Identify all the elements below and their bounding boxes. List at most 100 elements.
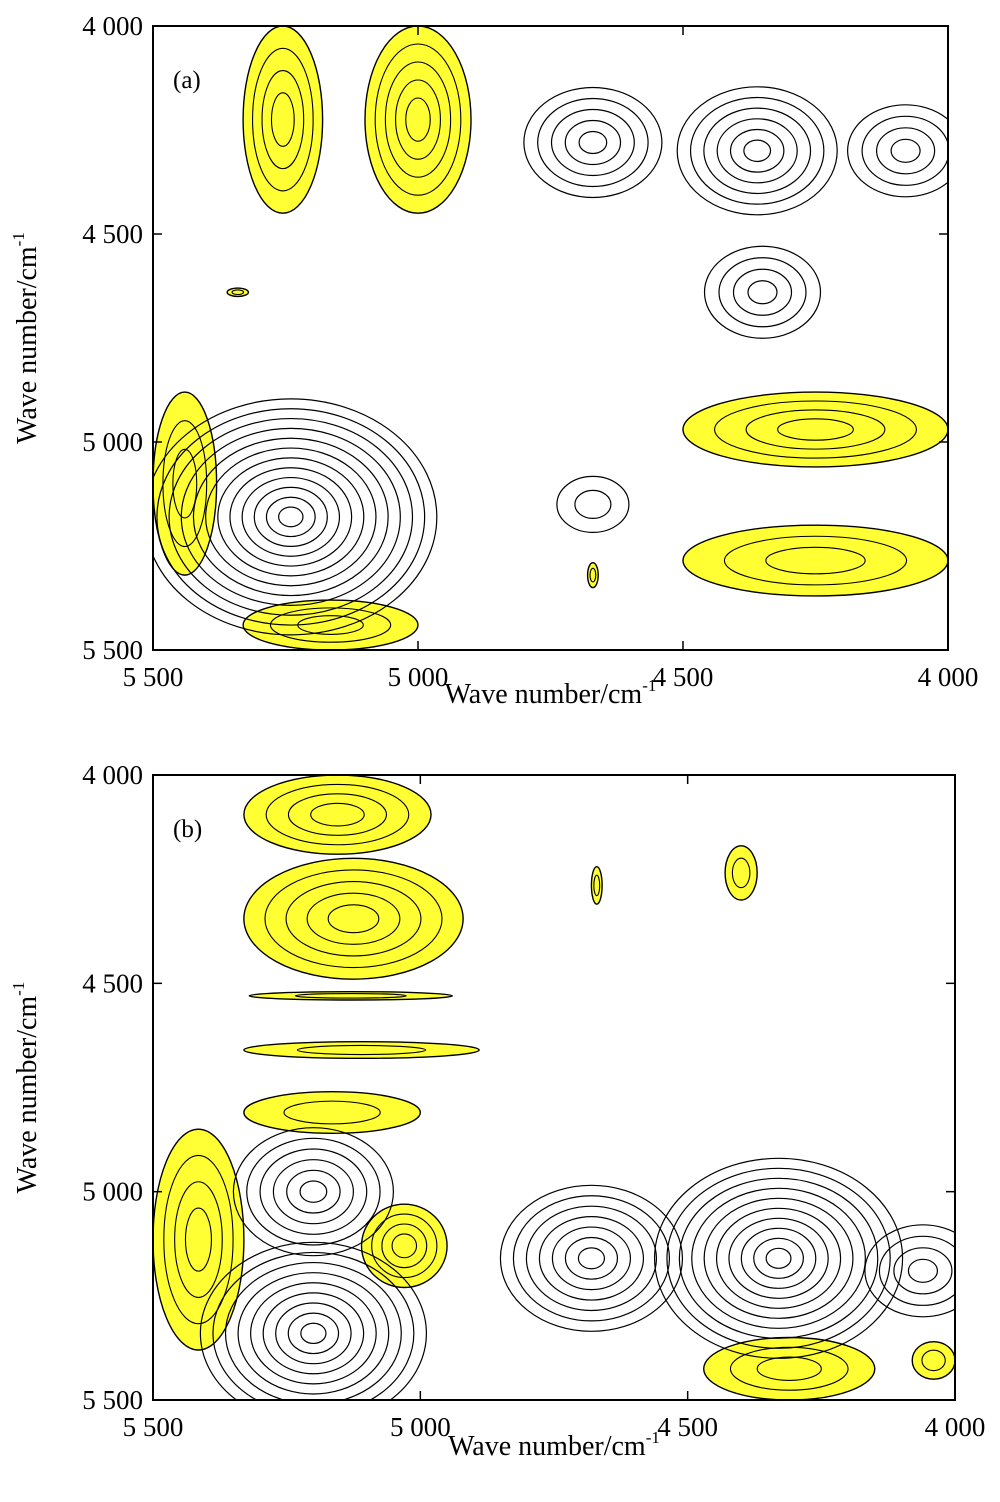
- positive-contour-5-1: [713, 400, 918, 459]
- negative-contour-4-3: [907, 1258, 939, 1283]
- positive-region-0: [243, 775, 432, 855]
- x-tick-label: 4 000: [918, 662, 979, 692]
- negative-contour-0-11: [278, 506, 304, 528]
- negative-contour-0-0: [232, 1127, 394, 1257]
- negative-contour-0-5: [205, 447, 377, 587]
- y-tick-label: 4 500: [82, 968, 143, 998]
- positive-contour-1-3: [306, 892, 401, 945]
- negative-contour-3-2: [875, 127, 936, 175]
- negative-contour-3-6: [728, 1217, 829, 1299]
- y-tick-label: 5 500: [82, 635, 143, 665]
- positive-contour-9-1: [731, 857, 751, 889]
- negative-contour-0-7: [229, 467, 353, 567]
- negative-contour-1-2: [224, 1261, 402, 1400]
- plot-frame: [152, 25, 949, 651]
- negative-contour-1-5: [262, 1292, 365, 1375]
- negative-contour-3-1: [666, 1167, 891, 1349]
- negative-contour-3-7: [740, 1227, 817, 1289]
- x-tick-label: 4 500: [653, 662, 714, 692]
- negative-contour-2-1: [689, 96, 825, 205]
- y-tick-label: 4 500: [82, 219, 143, 249]
- x-tick-label: 5 000: [390, 1412, 451, 1442]
- negative-contour-0-0: [153, 398, 438, 636]
- positive-region-9: [724, 845, 758, 901]
- positive-contour-4-3: [184, 1207, 212, 1272]
- negative-contour-4-0: [703, 245, 822, 339]
- negative-contour-2-5: [564, 1236, 619, 1280]
- negative-contour-0-6: [217, 457, 365, 577]
- x-tick-label: 5 000: [388, 662, 449, 692]
- negative-contour-1-1: [212, 1251, 415, 1400]
- negative-contour-2-0: [499, 1184, 684, 1332]
- negative-contour-0-1: [156, 408, 426, 626]
- negative-contour-4-0: [864, 1224, 955, 1318]
- y-axis-label-superscript: -1: [9, 982, 28, 996]
- negative-contour-2-4: [551, 1226, 632, 1291]
- negative-contour-4-2: [893, 1247, 953, 1295]
- y-tick-label: 5 500: [82, 1385, 143, 1415]
- y-tick-label: 4 000: [82, 760, 143, 790]
- negative-contour-1-0: [523, 86, 663, 199]
- positive-contour-1-3: [395, 79, 441, 160]
- positive-region-6: [682, 524, 948, 597]
- negative-contour-2-2: [703, 107, 812, 195]
- positive-contour-5-2: [745, 409, 886, 450]
- positive-contour-0-2: [287, 793, 388, 836]
- positive-region-5: [243, 1090, 422, 1135]
- negative-contour-2-6: [577, 1247, 606, 1270]
- positive-region-5: [682, 391, 948, 468]
- positive-contour-4-1: [269, 607, 392, 643]
- negative-contour-0-2: [168, 417, 414, 616]
- negative-contour-2-4: [729, 128, 785, 173]
- positive-contour-0-2: [261, 70, 305, 170]
- negative-contour-1-1: [537, 97, 649, 188]
- x-tick-label: 4 000: [925, 1412, 986, 1442]
- panel-label: (a): [173, 67, 201, 94]
- x-axis-label-superscript: -1: [646, 1428, 660, 1447]
- positive-contour-7-1: [589, 567, 597, 583]
- panel-label: (b): [173, 816, 202, 843]
- negative-contour-0-3: [180, 427, 401, 606]
- x-axis-label: Wave number/cm-1: [448, 1428, 660, 1462]
- positive-contour-6-2: [765, 546, 866, 575]
- positive-contour-1-4: [405, 97, 431, 142]
- negative-contour-5-1: [574, 489, 612, 519]
- negative-contour-0-1: [246, 1137, 381, 1246]
- negative-contour-2-5: [743, 139, 772, 163]
- negative-contour-2-1: [512, 1195, 671, 1322]
- positive-contour-1-2: [285, 881, 422, 957]
- negative-contour-1-4: [578, 130, 608, 155]
- negative-contour-0-4: [286, 1169, 341, 1214]
- positive-contour-6-1: [371, 1213, 438, 1279]
- x-tick-label: 5 500: [123, 662, 184, 692]
- y-tick-label: 4 000: [82, 11, 143, 41]
- negative-contour-4-3: [747, 280, 778, 305]
- plot-area: [153, 26, 948, 650]
- x-tick-label: 4 500: [657, 1412, 718, 1442]
- positive-contour-4-2: [174, 1181, 223, 1298]
- negative-contour-2-2: [525, 1205, 658, 1312]
- positive-region-1: [364, 26, 472, 214]
- positive-region-1: [243, 857, 464, 980]
- negative-contour-3-3: [691, 1187, 866, 1329]
- positive-region-7: [586, 561, 599, 589]
- positive-contour-10-1: [593, 874, 601, 897]
- positive-contour-3-2: [172, 448, 198, 519]
- negative-contour-3-5: [715, 1207, 842, 1309]
- negative-contour-3-8: [753, 1237, 804, 1279]
- negative-contour-3-0: [653, 1157, 904, 1359]
- positive-region-10: [590, 865, 603, 905]
- negative-contour-1-3: [564, 119, 622, 166]
- positive-contour-3-1: [296, 1044, 427, 1056]
- negative-contour-1-2: [550, 108, 635, 177]
- positive-contour-1-1: [264, 869, 443, 969]
- x-axis-label: Wave number/cm-1: [445, 676, 657, 710]
- negative-contour-3-1: [861, 115, 948, 186]
- x-axis-label-superscript: -1: [642, 676, 656, 695]
- positive-contour-6-3: [391, 1233, 418, 1259]
- negative-contour-0-3: [272, 1159, 354, 1225]
- negative-contour-1-8: [300, 1322, 327, 1345]
- y-axis-label-superscript: -1: [9, 232, 28, 246]
